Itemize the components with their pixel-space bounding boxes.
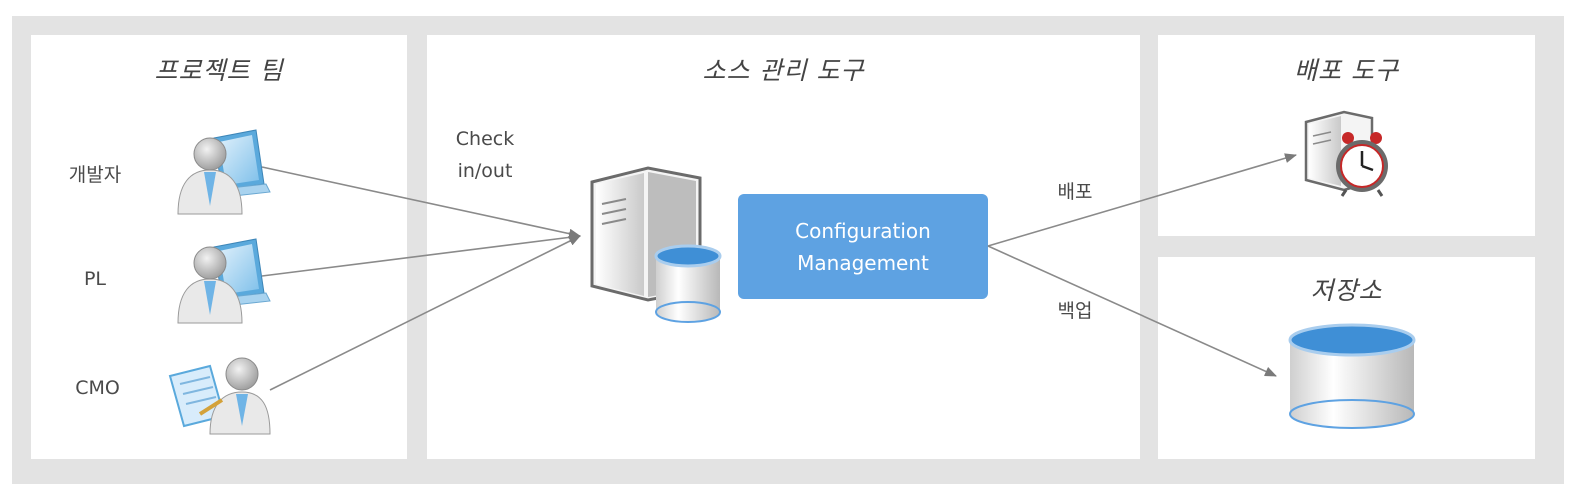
storage-database-icon xyxy=(1288,323,1416,429)
arrow-cmo-to-server xyxy=(269,235,581,391)
cm-box-line1: Configuration xyxy=(795,218,931,243)
database-icon xyxy=(654,244,722,323)
backup-flow-label: 백업 xyxy=(1057,300,1093,322)
developer-icon xyxy=(177,238,271,324)
source-management-panel: 소스 관리 도구 xyxy=(427,35,1140,459)
arrow-cm-to-storage xyxy=(987,245,1277,377)
storage-title: 저장소 xyxy=(1310,276,1383,305)
role-label-developer: 개발자 xyxy=(68,164,122,186)
document-reviewer-icon xyxy=(168,357,271,435)
source-management-title: 소스 관리 도구 xyxy=(702,56,865,85)
developer-icon xyxy=(177,129,271,215)
arrow-pl-to-server xyxy=(261,232,581,277)
project-team-title: 프로젝트 팀 xyxy=(154,56,284,85)
role-label-cmo: CMO xyxy=(75,377,120,399)
configuration-management-box: Configuration Management xyxy=(738,194,988,299)
output-arrows xyxy=(987,153,1297,377)
checkin-label-line2: in/out xyxy=(457,160,513,182)
checkin-label-line1: Check xyxy=(455,128,515,150)
deploy-flow-label: 배포 xyxy=(1057,181,1093,203)
arrow-developer-to-server xyxy=(261,166,581,239)
checkin-arrows xyxy=(261,166,581,391)
role-label-pl: PL xyxy=(83,268,107,290)
deploy-tool-title: 배포 도구 xyxy=(1294,56,1399,85)
alarm-clock-icon xyxy=(1336,132,1388,197)
cm-box-line2: Management xyxy=(797,250,929,275)
arrow-cm-to-deploy xyxy=(987,153,1297,247)
